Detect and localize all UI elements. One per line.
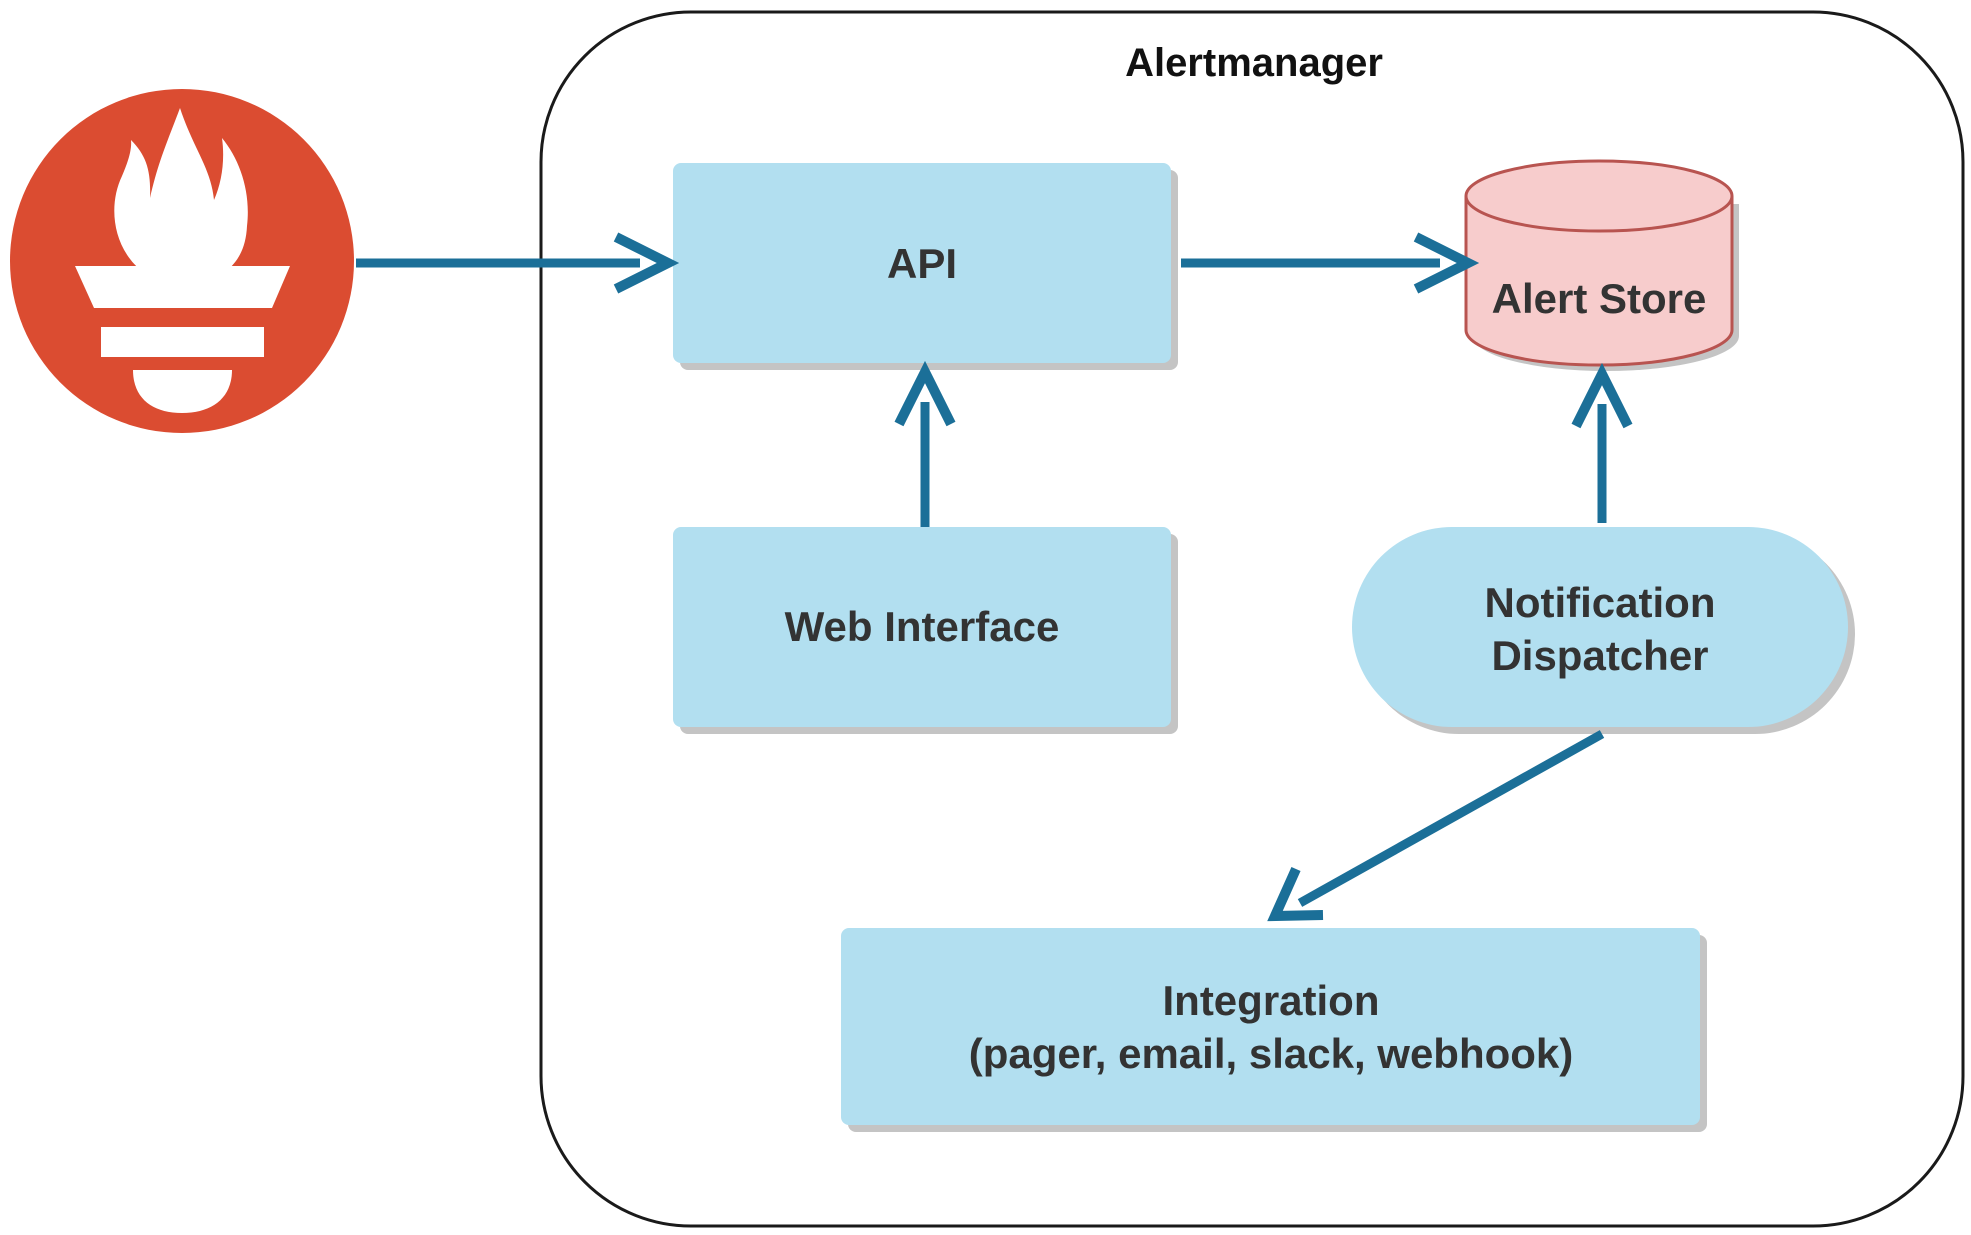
prometheus-logo-icon (10, 89, 354, 433)
api-node: API (673, 163, 1178, 370)
integration-box (841, 928, 1700, 1125)
alertmanager-title: Alertmanager (1125, 41, 1383, 85)
prometheus-bowl (75, 266, 290, 308)
arrow-prometheus-to-api (356, 232, 680, 294)
api-box (673, 163, 1171, 363)
arrows (356, 232, 1633, 922)
alert-store-top (1464, 159, 1734, 233)
alert-store-body (1464, 196, 1734, 367)
web-interface-node: Web Interface (673, 527, 1178, 734)
api-label: API (887, 240, 957, 287)
arrow-dispatcher-to-integration (1267, 730, 1605, 922)
integration-label-line1: Integration (1163, 977, 1380, 1024)
integration-node: Integration (pager, email, slack, webhoo… (841, 928, 1707, 1132)
web-interface-label: Web Interface (785, 603, 1060, 650)
notification-dispatcher-node: Notification Dispatcher (1352, 527, 1855, 734)
arrow-web-interface-to-api (894, 360, 956, 527)
notification-dispatcher-label-line1: Notification (1485, 579, 1716, 626)
alert-store-label: Alert Store (1492, 275, 1707, 322)
notification-dispatcher-label-line2: Dispatcher (1491, 632, 1708, 679)
alertmanager-container (539, 10, 1965, 1228)
prometheus-stripe (101, 327, 264, 357)
prometheus-flame (114, 108, 248, 272)
arrow-api-to-alert-store (1181, 232, 1480, 294)
web-interface-box (673, 527, 1171, 727)
prometheus-base (133, 370, 232, 413)
alert-store-node: Alert Store (1464, 159, 1739, 371)
notification-dispatcher-box (1352, 527, 1848, 727)
integration-label-line2: (pager, email, slack, webhook) (969, 1030, 1574, 1077)
arrow-dispatcher-to-alert-store (1571, 362, 1633, 523)
